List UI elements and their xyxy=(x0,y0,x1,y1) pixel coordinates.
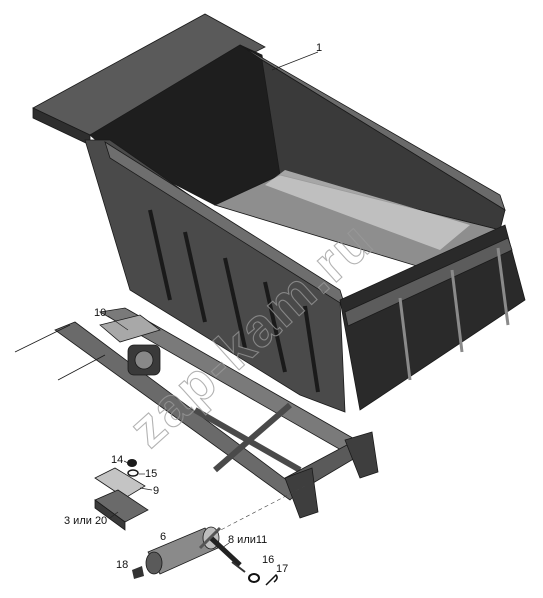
leader-9 xyxy=(139,487,153,491)
callout-15: 15 xyxy=(145,468,157,480)
leader-8-11 xyxy=(221,542,230,549)
rear-hinge-bracket xyxy=(284,467,319,519)
washer-part-16 xyxy=(248,573,260,583)
tailgate-post xyxy=(450,269,464,353)
split-pin-part-17 xyxy=(265,573,278,586)
leader-1 xyxy=(271,51,319,71)
tailgate-post xyxy=(398,297,412,381)
hydraulic-cylinder-part-6 xyxy=(145,526,242,575)
wall-stiffener xyxy=(183,231,207,323)
cylinder-mount-pin xyxy=(134,350,154,370)
rear-hinge-bracket xyxy=(344,431,379,479)
leader-3-20 xyxy=(109,511,119,519)
callout-8-or-11: 8 или11 xyxy=(228,534,267,546)
chassis-rail-line xyxy=(14,324,71,353)
callout-10: 10 xyxy=(94,307,106,319)
wall-stiffener xyxy=(223,257,247,349)
subframe xyxy=(14,307,379,519)
tailgate-post xyxy=(496,247,510,326)
callout-14: 14 xyxy=(111,454,123,466)
leader-dashed-axis xyxy=(214,485,306,534)
subframe-mount-plate xyxy=(99,314,161,343)
callout-9: 9 xyxy=(153,485,159,497)
wall-stiffener xyxy=(303,305,320,393)
leader-14 xyxy=(123,460,129,464)
callout-16: 16 xyxy=(262,554,274,566)
body-tailgate-frame xyxy=(344,237,513,327)
wall-stiffener xyxy=(148,209,172,301)
callout-6: 6 xyxy=(160,531,166,543)
wall-stiffener xyxy=(263,281,287,373)
leader-10 xyxy=(107,315,129,331)
body-floor-light xyxy=(265,170,470,250)
callout-1: 1 xyxy=(316,42,322,54)
chassis-rail-line xyxy=(57,354,106,381)
nut-part-14 xyxy=(127,459,137,467)
callout-18: 18 xyxy=(116,559,128,571)
washer-part-15 xyxy=(127,469,139,477)
body-tailgate xyxy=(339,224,526,411)
dump-body xyxy=(32,13,526,413)
pin-part-8-11 xyxy=(231,561,246,573)
callout-3-or-20: 3 или 20 xyxy=(64,515,107,527)
bolt-part-18 xyxy=(132,566,144,579)
callout-17: 17 xyxy=(276,563,288,575)
x-brace xyxy=(213,402,292,473)
